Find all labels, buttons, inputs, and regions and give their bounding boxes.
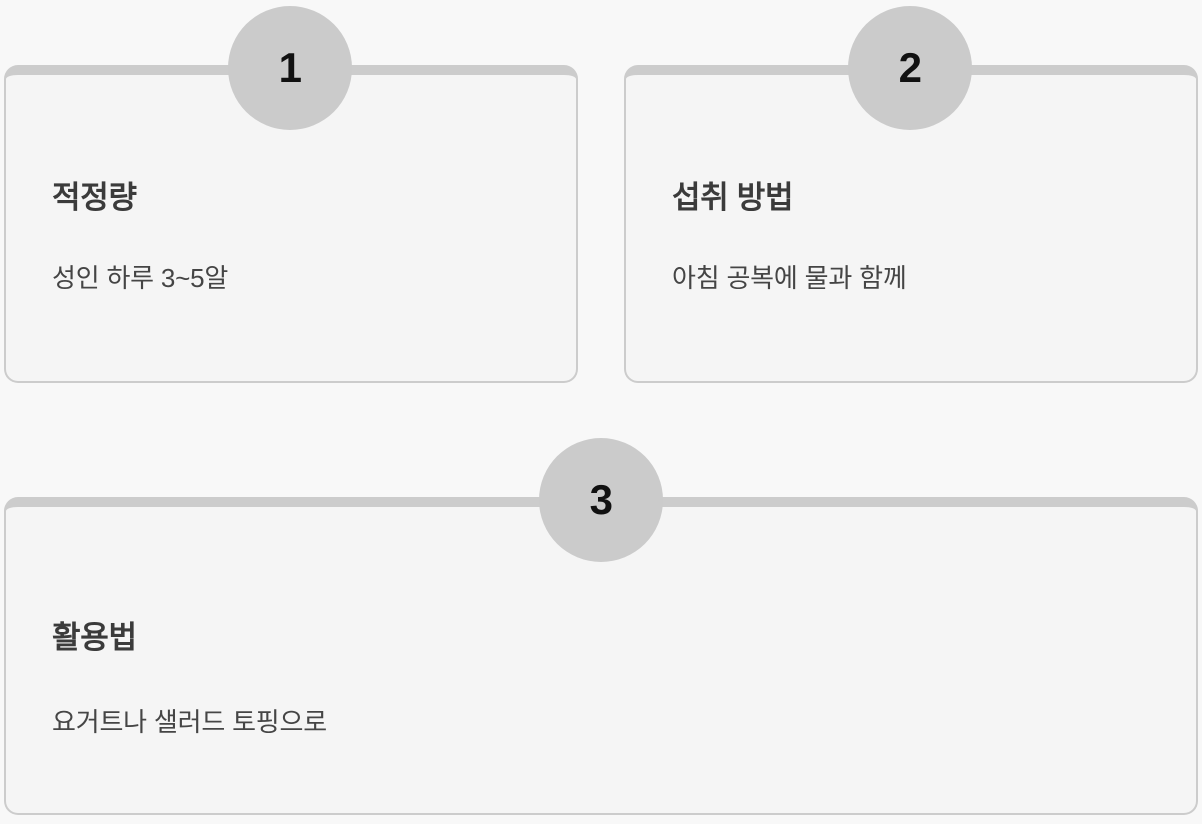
step-card-1-title: 적정량 [52, 180, 137, 215]
step-badge-1-number: 1 [278, 44, 302, 91]
step-badge-2-number: 2 [898, 44, 922, 91]
step-badge-2: 2 [848, 6, 972, 130]
step-card-2-text: 아침 공복에 물과 함께 [672, 262, 907, 293]
step-badge-3: 3 [539, 438, 663, 562]
step-badge-1: 1 [228, 6, 352, 130]
step-badge-3-number: 3 [589, 476, 613, 523]
step-card-2-title: 섭취 방법 [672, 180, 794, 215]
step-card-3-text: 요거트나 샐러드 토핑으로 [52, 706, 327, 737]
step-card-1-body: 적정량 성인 하루 3~5알 [6, 75, 576, 381]
step-card-3-body: 활용법 요거트나 샐러드 토핑으로 [6, 507, 1196, 813]
step-card-1-text: 성인 하루 3~5알 [52, 262, 229, 293]
step-card-3-title: 활용법 [52, 620, 137, 655]
step-card-2-body: 섭취 방법 아침 공복에 물과 함께 [626, 75, 1196, 381]
